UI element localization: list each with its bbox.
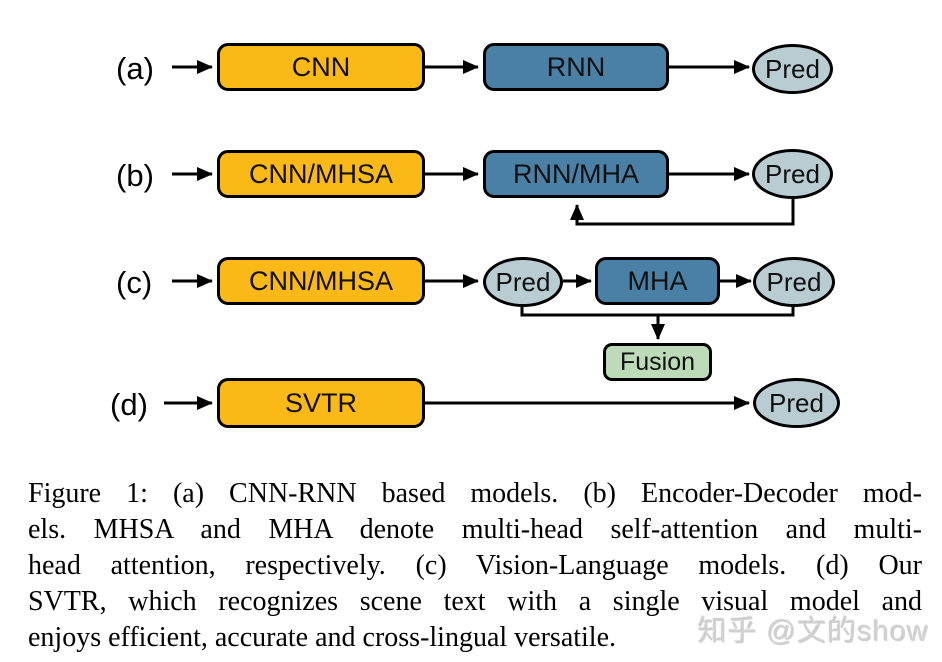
svtr-box: SVTR	[217, 378, 425, 428]
row-b-label: (b)	[116, 158, 154, 193]
wire-c-fusion-collect	[520, 305, 795, 317]
caption-line-5: enjoys efficient, accurate and cross-lin…	[28, 622, 617, 653]
fusion-box: Fusion	[603, 343, 712, 381]
caption-line-2: els. MHSA and MHA denote multi-head self…	[28, 514, 922, 545]
figure-caption: Figure 1: (a) CNN-RNN based models. (b) …	[28, 476, 922, 656]
pred-c1-ellipse: Pred	[483, 257, 563, 307]
rnn-box: RNN	[483, 43, 669, 91]
pred-c2-ellipse: Pred	[753, 257, 835, 307]
pred-d-ellipse: Pred	[753, 378, 840, 428]
zhihu-watermark: 知乎 @文的show	[698, 616, 930, 648]
arrow-b-feedback	[570, 199, 795, 226]
pred-b-ellipse: Pred	[752, 149, 833, 199]
caption-line-3: head attention, respectively. (c) Vision…	[28, 550, 922, 581]
caption-line-1: Figure 1: (a) CNN-RNN based models. (b) …	[28, 478, 922, 509]
cnn-mhsa-box-b: CNN/MHSA	[217, 150, 425, 198]
row-a-label: (a)	[116, 51, 154, 86]
rnn-mha-box: RNN/MHA	[483, 150, 669, 198]
row-c-label: (c)	[116, 265, 153, 300]
cnn-box: CNN	[217, 43, 425, 91]
mha-box: MHA	[595, 257, 720, 305]
cnn-mhsa-box-c: CNN/MHSA	[217, 257, 425, 305]
connector-arrows	[164, 60, 795, 410]
caption-line-4: SVTR, which recognizes scene text with a…	[28, 586, 922, 617]
row-d-label: (d)	[110, 387, 148, 422]
pred-a-ellipse: Pred	[752, 44, 833, 94]
